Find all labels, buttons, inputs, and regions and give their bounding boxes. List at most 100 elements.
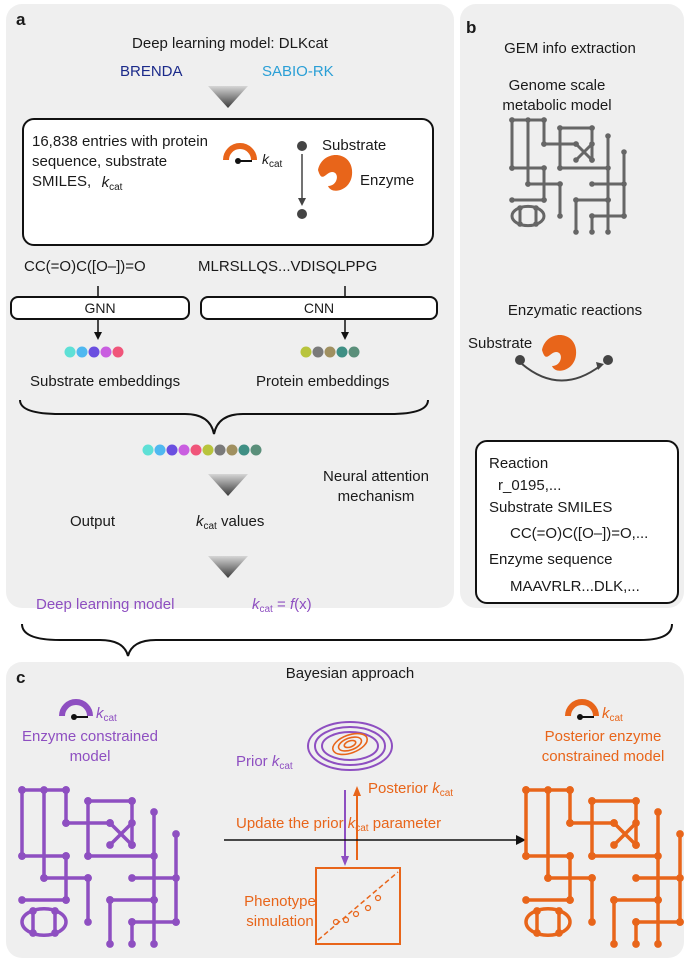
- combined-embedding-dot: [214, 444, 226, 456]
- enzyme-sequence-label: Enzyme sequence: [489, 551, 613, 568]
- combined-embedding-dot: [202, 444, 214, 456]
- panel-b-label: b: [466, 18, 477, 37]
- network-node: [573, 141, 579, 147]
- network-node: [62, 896, 70, 904]
- attention-label: Neural attention mechanism: [323, 468, 429, 505]
- entries-line: 16,838 entries with protein sequence, su…: [32, 133, 208, 190]
- network-node: [62, 819, 70, 827]
- brenda-label: BRENDA: [120, 63, 183, 80]
- network-node: [588, 852, 596, 860]
- k-symbol: k: [252, 596, 260, 613]
- combined-embedding-dot: [166, 444, 178, 456]
- gnn-label: GNN: [84, 300, 116, 316]
- reaction-id: r_0195,...: [498, 477, 562, 494]
- network-node: [106, 841, 114, 849]
- network-node: [573, 197, 579, 203]
- network-node: [525, 117, 531, 123]
- network-node: [589, 125, 595, 131]
- network-node: [632, 841, 640, 849]
- network-node: [84, 797, 92, 805]
- network-node: [84, 918, 92, 926]
- kcat-gauge-icon: [223, 143, 257, 161]
- enzyme-label: Enzyme: [360, 172, 415, 189]
- network-node: [589, 213, 595, 219]
- k-symbol: k: [96, 705, 104, 722]
- network-node: [62, 786, 70, 794]
- substrate-embedding-dot: [76, 346, 88, 358]
- network-node: [544, 874, 552, 882]
- cat-subscript: cat: [269, 159, 283, 170]
- network-node: [654, 940, 662, 948]
- posterior-word: Posterior: [368, 780, 429, 797]
- network-node: [566, 786, 574, 794]
- network-node: [40, 874, 48, 882]
- k-symbol: k: [101, 174, 110, 191]
- network-node: [632, 819, 640, 827]
- enzyme-icon: [542, 335, 577, 371]
- network-node: [605, 133, 611, 139]
- substrate-embedding-dot: [112, 346, 124, 358]
- k-symbol: k: [347, 815, 356, 832]
- network-node: [544, 786, 552, 794]
- protein-embedding-dot: [324, 346, 336, 358]
- panel-a-label: a: [16, 10, 26, 29]
- cat-subscript: cat: [259, 604, 273, 615]
- network-node: [509, 197, 515, 203]
- cat-subscript: cat: [203, 521, 217, 532]
- network-node: [588, 874, 596, 882]
- update-pre: Update the prior: [236, 815, 344, 832]
- k-symbol: k: [262, 151, 269, 167]
- substrate-embedding-dot: [64, 346, 76, 358]
- eq-sign: =: [277, 596, 290, 613]
- network-node: [676, 918, 684, 926]
- network-ring: [510, 204, 546, 228]
- network-node: [566, 819, 574, 827]
- smiles-example: CC(=O)C([O–])=O: [24, 258, 146, 275]
- network-node: [128, 841, 136, 849]
- network-node: [588, 918, 596, 926]
- cat-subscript: cat: [439, 788, 454, 799]
- update-post: parameter: [372, 815, 442, 832]
- network-node: [632, 940, 640, 948]
- network-node: [654, 896, 662, 904]
- sequence-value: MAAVRLR...DLK,...: [510, 578, 640, 595]
- gem-info-box: [475, 440, 679, 604]
- phenotype-simulation-label: Phenotype simulation: [244, 893, 316, 930]
- network-node: [62, 852, 70, 860]
- network-node: [172, 830, 180, 838]
- kcat-gauge-icon: [565, 699, 599, 717]
- network-node: [621, 213, 627, 219]
- network-node: [632, 874, 640, 882]
- network-node: [589, 181, 595, 187]
- network-edge: [108, 821, 134, 847]
- protein-example: MLRSLLQS...VDISQLPPG: [198, 258, 378, 275]
- posterior-model-label: Posterior enzyme constrained model: [541, 728, 665, 765]
- enzymatic-reactions-label: Enzymatic reactions: [507, 302, 643, 319]
- panel-a-title: Deep learning model: DLKcat: [132, 35, 328, 52]
- cnn-box: CNN: [200, 296, 438, 320]
- down-arrow-icon: [208, 474, 248, 496]
- network-node: [40, 786, 48, 794]
- network-node: [18, 786, 26, 794]
- eq-f: f: [289, 596, 295, 613]
- network-node: [18, 852, 26, 860]
- network-node: [610, 896, 618, 904]
- network-node: [557, 181, 563, 187]
- substrate-label: Substrate: [322, 137, 387, 154]
- network-node: [557, 213, 563, 219]
- combined-embedding-dot: [226, 444, 238, 456]
- network-node: [588, 797, 596, 805]
- cat-subscript: cat: [609, 713, 623, 724]
- network-node: [128, 819, 136, 827]
- network-node: [128, 874, 136, 882]
- network-node: [610, 819, 618, 827]
- network-node: [128, 797, 136, 805]
- k-symbol: k: [271, 753, 280, 770]
- output-label: Output: [70, 513, 116, 530]
- posterior-model-kcat: kcat: [602, 705, 623, 724]
- substrate-embedding-dot: [88, 346, 100, 358]
- network-edge: [612, 821, 638, 847]
